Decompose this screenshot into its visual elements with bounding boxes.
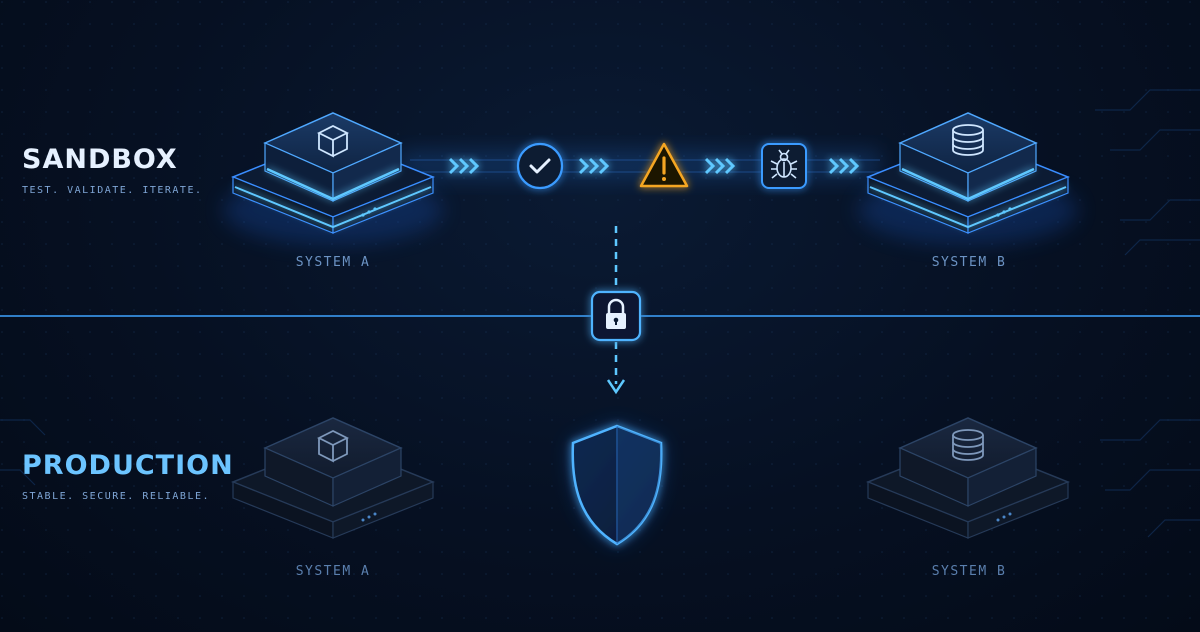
pipeline-stage-3-chevrons	[704, 157, 736, 175]
pipeline-warning-node	[639, 142, 689, 188]
pipeline-bug-node	[761, 143, 807, 189]
production-subtitle: STABLE. SECURE. RELIABLE.	[22, 491, 211, 502]
production-shield	[570, 424, 664, 546]
production-system-a-label: SYSTEM A	[295, 564, 371, 579]
sandbox-system-a-node	[223, 112, 443, 245]
sandbox-system-b-node	[858, 112, 1078, 245]
pipeline-check-node	[516, 142, 564, 190]
production-system-b-label: SYSTEM B	[931, 564, 1007, 579]
sandbox-subtitle: TEST. VALIDATE. ITERATE.	[22, 185, 203, 196]
promotion-path	[606, 226, 626, 395]
database-icon	[952, 124, 984, 156]
lock-icon	[606, 298, 626, 329]
pipeline-stage-4-chevrons	[828, 157, 860, 175]
sandbox-title: SANDBOX	[22, 144, 178, 175]
database-icon	[952, 429, 984, 461]
promotion-gate-lock	[590, 290, 642, 342]
chevrons-icon	[578, 157, 610, 175]
chevrons-icon	[448, 157, 480, 175]
cube-icon	[316, 429, 350, 463]
chevrons-icon	[828, 157, 860, 175]
production-title: PRODUCTION	[22, 450, 234, 481]
check-circle-icon	[529, 158, 551, 174]
production-system-b-node	[865, 417, 1071, 539]
sandbox-system-b-label: SYSTEM B	[931, 255, 1007, 270]
pipeline-beam	[400, 150, 880, 180]
chevrons-icon	[704, 157, 736, 175]
sandbox-system-a-label: SYSTEM A	[295, 255, 371, 270]
cube-icon	[316, 124, 350, 158]
bug-icon	[770, 149, 798, 179]
pipeline-stage-1-chevrons	[448, 157, 480, 175]
pipeline-stage-2-chevrons	[578, 157, 610, 175]
circuit-traces-decoration	[0, 89, 1200, 538]
arrow-down-icon	[606, 379, 626, 395]
production-system-a-node	[230, 417, 436, 539]
